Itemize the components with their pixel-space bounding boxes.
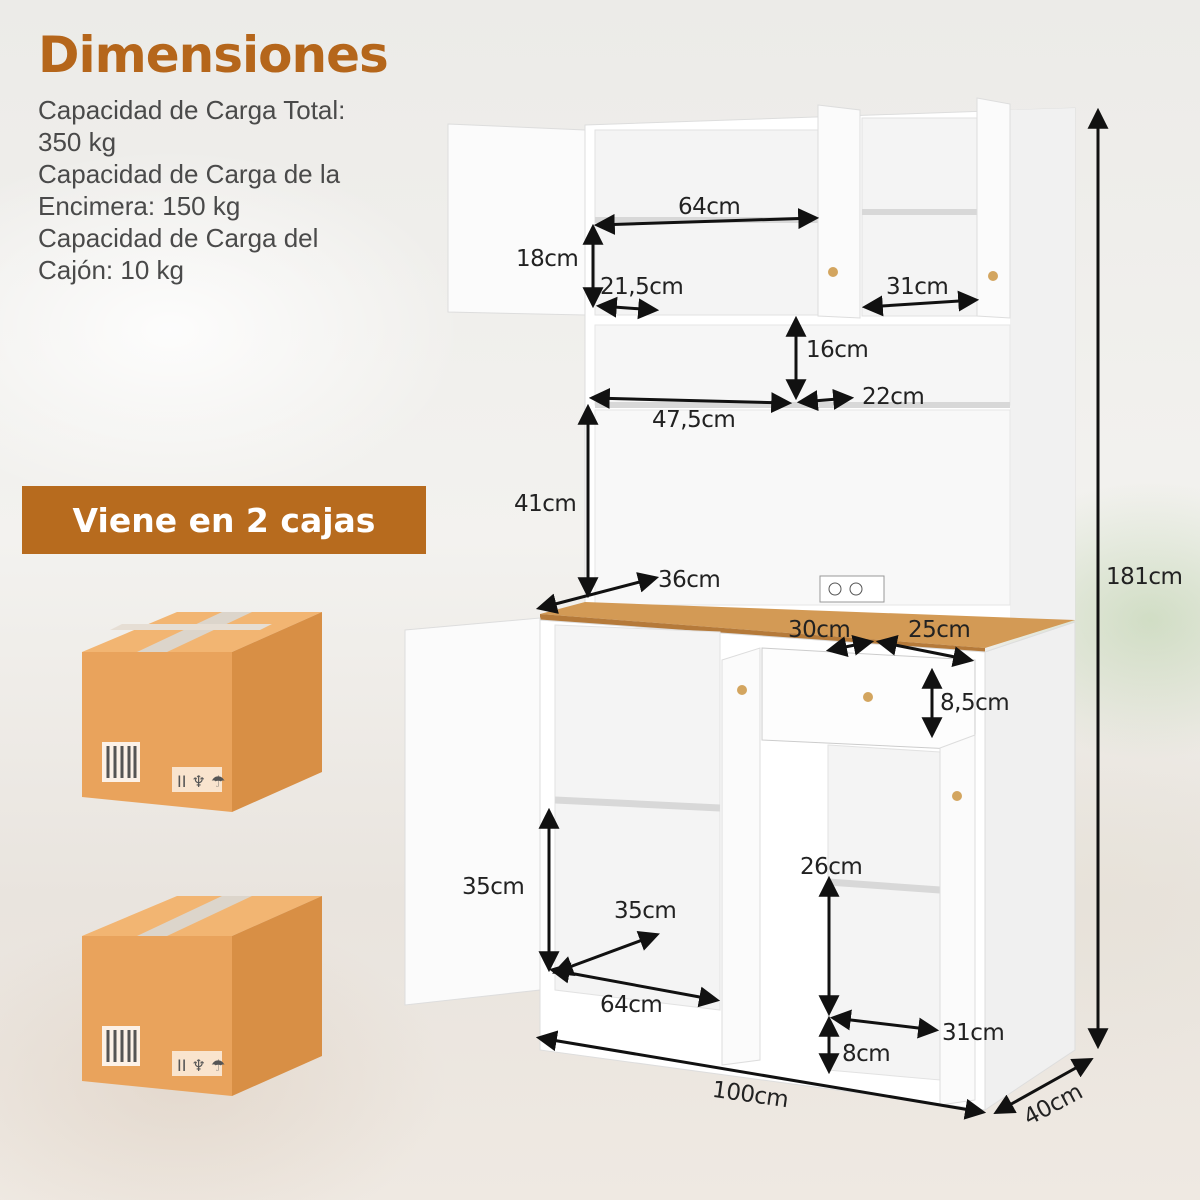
dim-upper-height: 18cm bbox=[516, 246, 579, 272]
shipping-box-1: II ♆ ☂ bbox=[82, 612, 322, 812]
box-icon: II ♆ ☂ bbox=[82, 612, 322, 812]
svg-text:II ♆ ☂: II ♆ ☂ bbox=[177, 772, 225, 791]
dim-lower-left-width: 64cm bbox=[600, 992, 663, 1018]
dim-right-upper-width: 31cm bbox=[886, 274, 949, 300]
dim-lower-right-width: 31cm bbox=[942, 1020, 1005, 1046]
dim-base-height: 8cm bbox=[842, 1041, 891, 1067]
dim-drawer-width: 30cm bbox=[788, 617, 851, 643]
dim-drawer-height: 8,5cm bbox=[940, 690, 1010, 716]
boxes-banner: Viene en 2 cajas bbox=[22, 486, 426, 554]
shipping-box-2: II ♆ ☂ bbox=[82, 896, 322, 1096]
dim-lower-left-depth: 35cm bbox=[614, 898, 677, 924]
dim-upper-width: 64cm bbox=[678, 194, 741, 220]
page-title: Dimensiones bbox=[38, 26, 389, 84]
box-icon: II ♆ ☂ bbox=[82, 896, 322, 1096]
svg-text:II ♆ ☂: II ♆ ☂ bbox=[177, 1056, 225, 1075]
capacity-info: Capacidad de Carga Total: 350 kg Capacid… bbox=[38, 94, 418, 286]
dim-lower-right-height: 26cm bbox=[800, 854, 863, 880]
dim-total-height: 181cm bbox=[1106, 564, 1183, 590]
dim-open-shelf-height: 16cm bbox=[806, 337, 869, 363]
dim-open-shelf-width: 47,5cm bbox=[652, 407, 736, 433]
dim-lower-left-height: 35cm bbox=[462, 874, 525, 900]
dim-open-shelf-right-width: 22cm bbox=[862, 384, 925, 410]
capacity-total: Capacidad de Carga Total: 350 kg bbox=[38, 95, 346, 157]
capacity-drawer: Capacidad de Carga del Cajón: 10 kg bbox=[38, 223, 319, 285]
dim-upper-depth: 21,5cm bbox=[600, 274, 684, 300]
capacity-countertop: Capacidad de Carga de la Encimera: 150 k… bbox=[38, 159, 341, 221]
dim-counter-depth: 36cm bbox=[658, 567, 721, 593]
dim-hutch-height: 41cm bbox=[514, 491, 577, 517]
dim-drawer-depth: 25cm bbox=[908, 617, 971, 643]
